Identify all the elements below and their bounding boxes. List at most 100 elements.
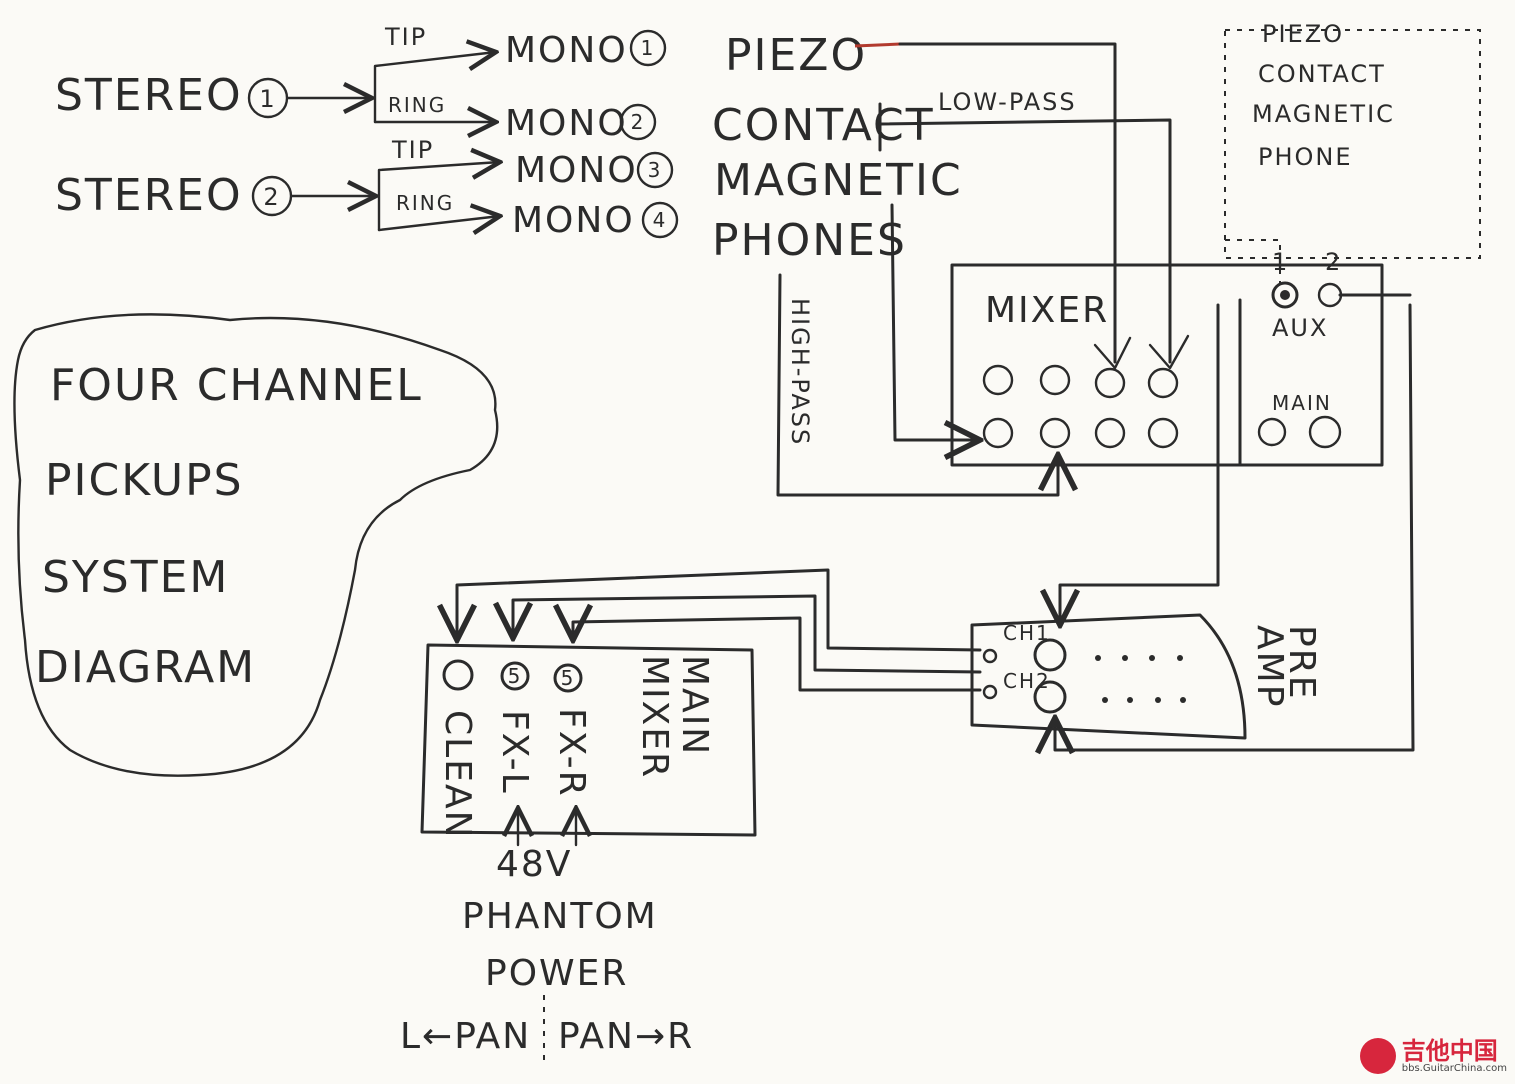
mixer-knob	[1147, 417, 1179, 449]
main-label: MAIN	[1272, 391, 1332, 415]
main-mixer-label-line2: MIXER	[634, 655, 675, 779]
contact-wire	[878, 118, 1172, 364]
fx-r-label: FX-R	[551, 708, 592, 798]
clean-jack	[442, 659, 474, 691]
mixer-knobs-top	[982, 364, 1179, 399]
power-label: POWER	[485, 953, 628, 994]
preamp-dot	[1102, 697, 1108, 703]
aux-2-jack	[1317, 282, 1343, 308]
aux-2-to-ch2-wire	[1055, 303, 1415, 750]
stereo-1-number: 1	[259, 85, 276, 113]
legend-box	[1224, 29, 1481, 259]
mixer-knob	[982, 417, 1014, 449]
title-line-4: DIAGRAM	[35, 642, 256, 693]
mono-3-label: MONO	[515, 150, 638, 191]
magnetic-label: MAGNETIC	[714, 155, 963, 206]
ring-2-label: RING	[396, 191, 454, 215]
mixer-knob	[1039, 364, 1071, 396]
preamp-dot	[1155, 697, 1161, 703]
ch1-xlr-jack	[1033, 638, 1067, 672]
title-line-2: PICKUPS	[45, 455, 244, 506]
ch2-xlr-jack	[1033, 680, 1067, 714]
tip-2-label: TIP	[391, 136, 434, 164]
low-pass-label: LOW-PASS	[938, 88, 1077, 116]
piezo-wire-red	[854, 42, 901, 48]
mono-3-badge	[636, 151, 674, 189]
phantom-label: PHANTOM	[462, 896, 658, 937]
preamp-label-line2: AMP	[1249, 625, 1290, 708]
preamp-dot	[1177, 655, 1183, 661]
ch2-small-jack	[982, 684, 998, 700]
aux-1-jack	[1271, 281, 1299, 309]
title-line-1: FOUR CHANNEL	[50, 360, 423, 411]
legend-item-piezo: PIEZO	[1262, 20, 1344, 48]
ch1-small-jack	[982, 648, 998, 664]
high-pass-label: HIGH-PASS	[786, 298, 814, 446]
mixer-knob	[1039, 417, 1071, 449]
mono-3-number: 3	[648, 158, 663, 182]
fx-r-jack	[553, 663, 583, 693]
title-cloud	[13, 313, 499, 777]
clean-label: CLEAN	[437, 710, 478, 840]
watermark-url: bbs.GuitarChina.com	[1401, 1062, 1507, 1074]
aux-1-jack-center	[1280, 290, 1290, 300]
legend-item-phone: PHONE	[1258, 143, 1353, 171]
mono-2-number: 2	[631, 110, 646, 134]
piezo-label: PIEZO	[725, 30, 867, 81]
watermark-text: 吉他中国 bbs.GuitarChina.com	[1402, 1039, 1507, 1074]
mixer-label: MIXER	[985, 290, 1109, 331]
contact-arrowhead	[1148, 334, 1190, 370]
mono-4-label: MONO	[512, 200, 635, 241]
mixer-knob	[982, 364, 1014, 396]
mono-1-label: MONO	[505, 30, 628, 71]
aux-2-number: 2	[1325, 248, 1342, 276]
mono-2-label: MONO	[505, 103, 628, 144]
preamp-dot	[1180, 697, 1186, 703]
mono-4-badge	[641, 201, 679, 239]
ring-2-wire	[377, 216, 500, 230]
pan-right-label: PAN→R	[558, 1016, 694, 1057]
mono-2-badge	[619, 103, 657, 141]
stereo-2-label: STEREO	[55, 170, 243, 221]
main-mixer-label-line1: MAIN	[674, 655, 715, 756]
mono-1-badge	[629, 29, 667, 67]
guitar-logo-icon	[1359, 1038, 1396, 1074]
fx-l-jack	[500, 661, 530, 691]
mono-4-number: 4	[653, 208, 668, 232]
main-right-jack	[1308, 415, 1342, 449]
pan-left-label: L←PAN	[400, 1016, 531, 1057]
preamp-dot	[1149, 655, 1155, 661]
ring-1-label: RING	[388, 93, 446, 117]
aux-1-link	[1225, 239, 1281, 285]
main-mixer-box	[420, 643, 757, 837]
fx-l-number: 5	[508, 664, 523, 688]
tip-2-wire	[377, 162, 500, 232]
contact-label: CONTACT	[712, 100, 935, 151]
tip-1-wire	[373, 52, 496, 124]
piezo-wire	[898, 42, 1117, 364]
fx-l-label: FX-L	[494, 710, 535, 795]
mixer-box	[950, 263, 1384, 467]
stereo-2-number: 2	[263, 183, 280, 211]
mixer-knob	[1147, 367, 1179, 399]
mixer-knob	[1094, 417, 1126, 449]
preamp-controls	[1095, 655, 1186, 703]
preamp-box	[970, 613, 1247, 740]
fx-l-wire	[513, 594, 982, 674]
phones-label: PHONES	[712, 215, 907, 266]
phones-wire	[776, 273, 1058, 497]
legend-item-contact: CONTACT	[1258, 60, 1386, 88]
title-line-3: SYSTEM	[42, 552, 229, 603]
preamp-dot	[1127, 697, 1133, 703]
mixer-knobs-bottom	[982, 417, 1179, 449]
legend-item-magnetic: MAGNETIC	[1252, 100, 1395, 128]
stereo-1-label: STEREO	[55, 70, 243, 121]
48v-label: 48V	[496, 844, 572, 885]
piezo-arrowhead	[1093, 336, 1132, 370]
watermark: 吉他中国 bbs.GuitarChina.com	[1359, 1038, 1507, 1074]
preamp-label-line1: PRE	[1281, 625, 1322, 700]
ch1-label: CH1	[1003, 621, 1051, 645]
aux-1-to-ch1-wire	[1060, 303, 1220, 625]
